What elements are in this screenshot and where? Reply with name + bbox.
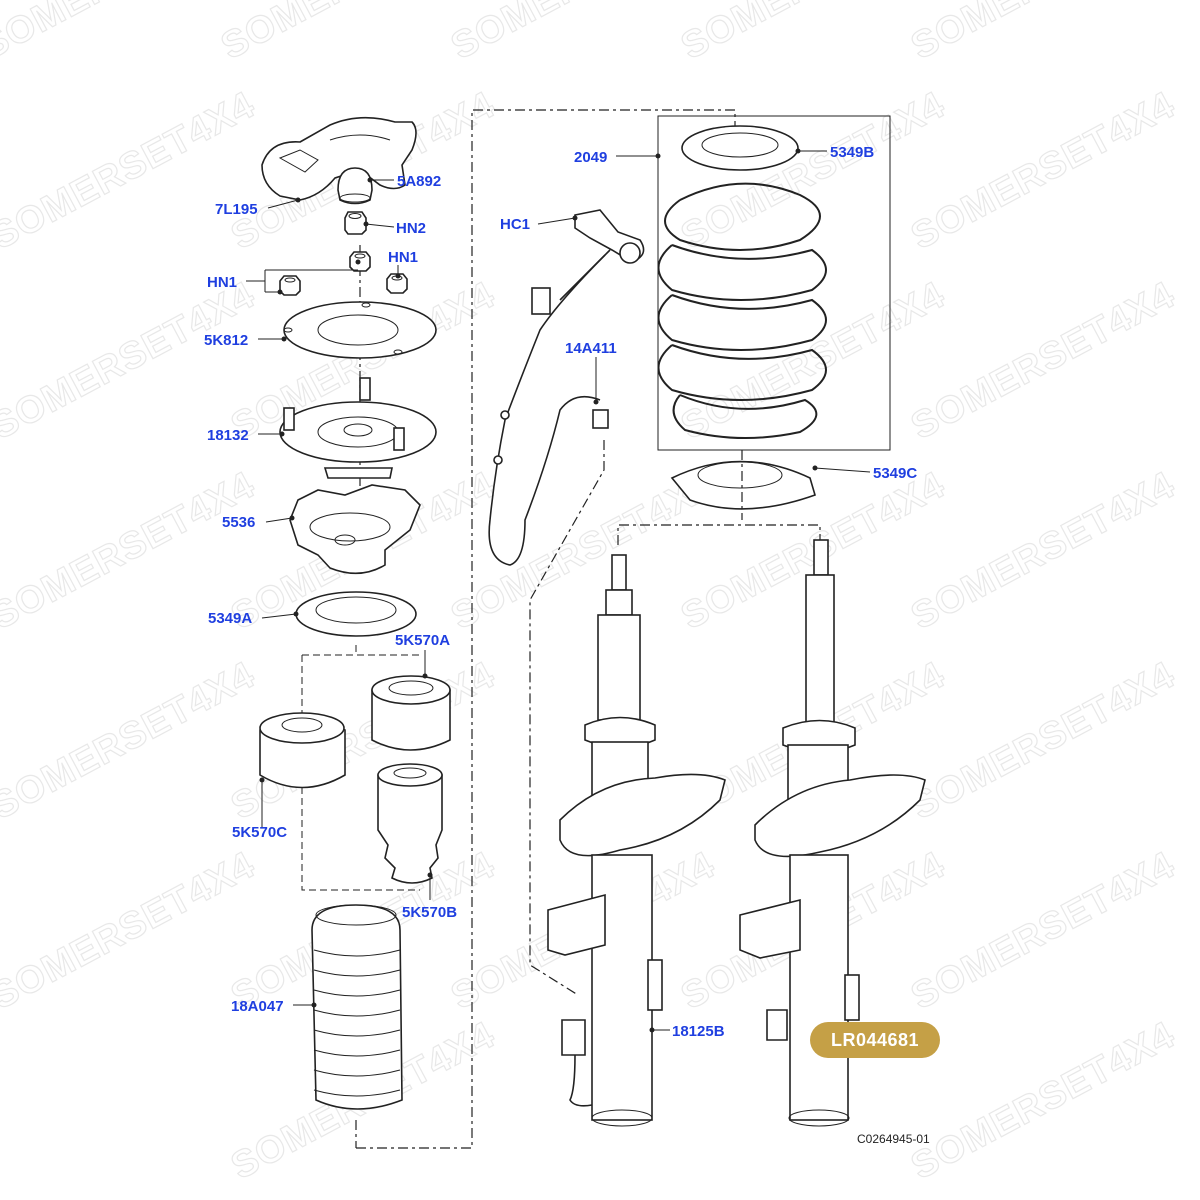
spring-box [657,115,891,451]
label-5349A: 5349A [208,610,252,627]
part-number-badge[interactable]: LR044681 [810,1022,940,1058]
label-7L195: 7L195 [215,201,258,218]
label-5536: 5536 [222,514,255,531]
part-5536-bracket [289,484,421,575]
part-HN2-nut [344,211,367,235]
label-18A047: 18A047 [231,998,284,1015]
label-18132: 18132 [207,427,249,444]
label-18125B: 18125B [672,1023,725,1040]
watermark: SOMERSET4X4 [905,654,1182,828]
label-HN1: HN1 [388,249,418,266]
watermark: SOMERSET4X4 [0,844,262,1018]
label-14A411: 14A411 [565,340,617,357]
part-18A047-boot [311,904,403,1110]
part-HC1-sensor [574,209,645,264]
label-5K570C: 5K570C [232,824,287,841]
watermark: SOMERSET4X4 [0,84,262,258]
part-HN1-nut-right [386,273,408,294]
watermark: SOMERSET4X4 [0,0,252,68]
part-5349C-seat [670,460,816,510]
watermark: SOMERSET4X4 [905,84,1182,258]
part-strut-right [739,539,926,1127]
part-5349B-seat [681,125,799,171]
label-5349C: 5349C [873,465,917,482]
label-HN1: HN1 [207,274,237,291]
part-HN1-nut-left [279,275,301,296]
label-5A892: 5A892 [397,173,441,190]
watermark: SOMERSET4X4 [0,274,262,448]
label-5349B: 5349B [830,144,874,161]
part-5K570C-bumper [259,712,346,789]
part-5K812-plate [283,301,437,359]
label-5K570A: 5K570A [395,632,450,649]
watermark: SOMERSET4X4 [0,654,262,828]
group-outline [617,524,821,545]
label-5K812: 5K812 [204,332,248,349]
part-2049-spring [657,182,827,440]
part-5A892-cap [337,167,373,205]
watermark: SOMERSET4X4 [905,844,1182,1018]
part-5K570B-bumpstop [377,763,443,884]
watermark-layer: SOMERSET4X4 SOMERSET4X4 SOMERSET4X4 SOME… [0,0,1183,1189]
part-5349A-ring [295,591,417,637]
part-18132-mount [279,377,437,479]
watermark: SOMERSET4X4 [905,274,1182,448]
diagram-reference: C0264945-01 [857,1132,930,1146]
label-5K570B: 5K570B [402,904,457,921]
watermark: SOMERSET4X4 [905,1014,1182,1188]
label-HC1: HC1 [500,216,530,233]
label-HN2: HN2 [396,220,426,237]
label-2049: 2049 [574,149,607,166]
watermark: SOMERSET4X4 [905,0,1182,68]
part-14A411-harness [488,249,611,566]
watermark: SOMERSET4X4 [905,464,1182,638]
part-5K570A-bumper [371,675,451,751]
leader-lines [246,148,871,1033]
part-18125B-strut-left [547,554,726,1127]
